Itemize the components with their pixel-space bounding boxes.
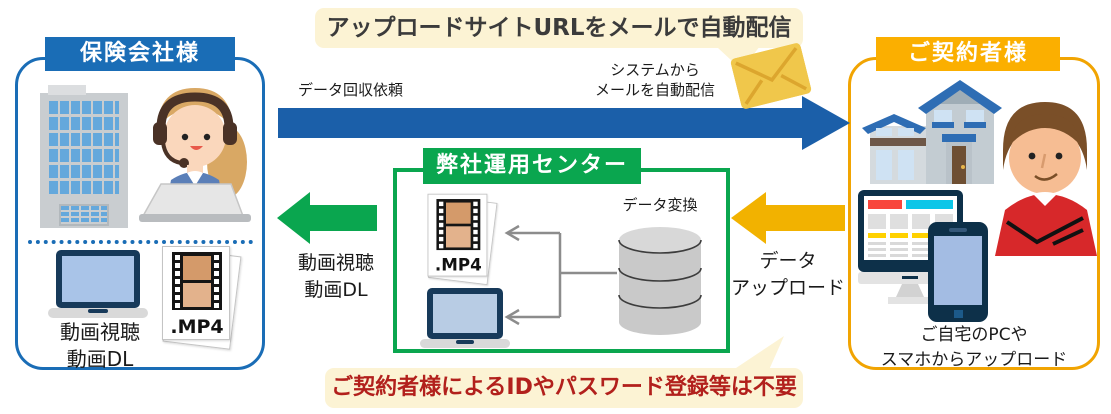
insurance-company-title: 保険会社様 bbox=[45, 37, 235, 71]
mp4-label-left: .MP4 bbox=[170, 316, 224, 338]
auto-mail-label: システムから メールを自動配信 bbox=[580, 60, 730, 100]
smartphone-icon bbox=[928, 222, 988, 322]
mp4-file-icon-left: .MP4 bbox=[158, 244, 244, 354]
data-request-label: データ回収依頼 bbox=[298, 81, 404, 99]
green-arrow bbox=[277, 192, 377, 244]
right-caption-line2: スマホからアップロード bbox=[880, 350, 1068, 370]
bottom-banner-tail bbox=[733, 336, 785, 370]
data-upload-label: データ アップロード bbox=[724, 248, 852, 302]
video-dl-line: 動画DL bbox=[304, 279, 368, 301]
blue-arrow bbox=[278, 96, 850, 150]
data-upload-line1: データ bbox=[759, 250, 817, 272]
data-upload-line2: アップロード bbox=[730, 277, 845, 299]
building-roof-block bbox=[48, 85, 86, 95]
left-caption-line1: 動画視聴 bbox=[60, 320, 140, 344]
data-conversion-label: データ変換 bbox=[622, 196, 698, 214]
mp4-label-center: .MP4 bbox=[434, 255, 482, 275]
contractor-title: ご契約者様 bbox=[876, 37, 1060, 71]
auto-mail-line1: システムから bbox=[610, 61, 700, 79]
auto-mail-line2: メールを自動配信 bbox=[594, 81, 715, 99]
left-caption-line2: 動画DL bbox=[66, 347, 134, 371]
right-caption-line1: ご自宅のPCや bbox=[920, 325, 1028, 345]
top-banner: アップロードサイトURLをメールで自動配信 bbox=[315, 8, 803, 48]
database-icon bbox=[618, 227, 702, 335]
video-view-dl-label: 動画視聴 動画DL bbox=[283, 250, 389, 304]
bottom-banner: ご契約者様によるIDやパスワード登録等は不要 bbox=[325, 368, 803, 408]
operator-woman-icon bbox=[139, 88, 251, 222]
mp4-file-icon-center: .MP4 bbox=[424, 192, 500, 289]
envelope-icon bbox=[730, 42, 812, 110]
film-strip-icon bbox=[436, 199, 481, 251]
laptop-icon-center bbox=[420, 288, 510, 348]
right-caption: ご自宅のPCや スマホからアップロード bbox=[855, 323, 1093, 373]
left-caption: 動画視聴 動画DL bbox=[35, 319, 165, 373]
operation-center-title: 弊社運用センター bbox=[423, 148, 641, 184]
video-view-line: 動画視聴 bbox=[297, 252, 374, 274]
office-building-icon bbox=[40, 93, 128, 228]
laptop-icon-left bbox=[48, 250, 148, 318]
yellow-arrow bbox=[731, 192, 845, 244]
contractor-man-icon bbox=[995, 102, 1097, 256]
film-strip-icon bbox=[172, 252, 222, 310]
left-box-divider bbox=[28, 240, 253, 244]
house-icon bbox=[862, 80, 1002, 184]
conversion-connector bbox=[504, 224, 617, 326]
